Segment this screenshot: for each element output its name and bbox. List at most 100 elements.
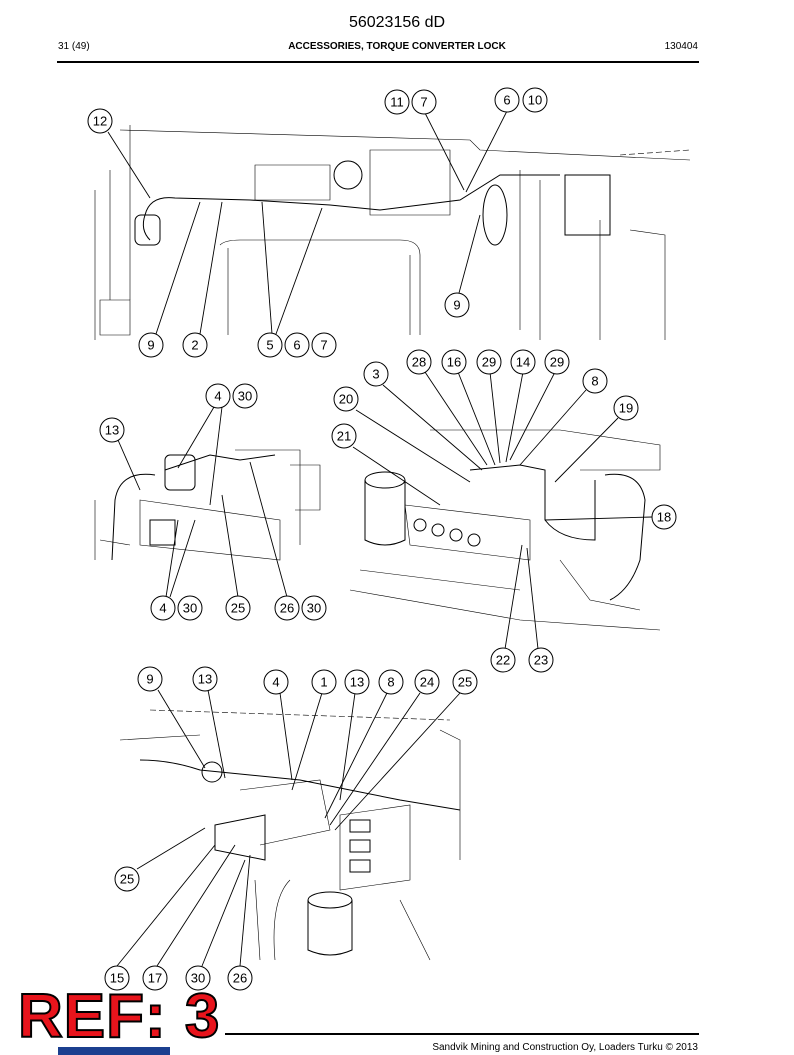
drawing-mid-left xyxy=(94,449,321,561)
svg-text:6: 6 xyxy=(293,338,300,353)
drawing-mid-right xyxy=(349,429,661,631)
callout-bubble: 16 xyxy=(441,349,467,375)
callout-bubble: 4 xyxy=(263,669,289,695)
svg-text:20: 20 xyxy=(339,392,353,407)
callout-bubble: 25 xyxy=(114,866,140,892)
callout-bubble: 30 xyxy=(232,383,258,409)
callout-bubble: 30 xyxy=(177,595,203,621)
svg-text:9: 9 xyxy=(147,338,154,353)
svg-text:10: 10 xyxy=(528,93,542,108)
date-code: 130404 xyxy=(664,41,698,52)
callout-bubble: 7 xyxy=(311,332,337,358)
callout-bubble: 13 xyxy=(192,666,218,692)
svg-text:29: 29 xyxy=(482,355,496,370)
callout-bubble: 24 xyxy=(414,669,440,695)
svg-text:8: 8 xyxy=(591,374,598,389)
callout-bubble: 21 xyxy=(331,423,357,449)
callout-bubble: 26 xyxy=(274,595,300,621)
callout-bubble: 14 xyxy=(510,349,536,375)
callout-bubble: 8 xyxy=(582,368,608,394)
callout-bubble: 2 xyxy=(182,332,208,358)
header-rule xyxy=(57,61,699,63)
callout-bubble: 15 xyxy=(104,965,130,991)
footer-rule xyxy=(225,1033,699,1035)
svg-text:21: 21 xyxy=(337,429,351,444)
svg-text:14: 14 xyxy=(516,355,530,370)
callouts-mid-left: 4 30 13 4 30 25 26 30 xyxy=(99,383,327,621)
svg-text:15: 15 xyxy=(110,971,124,986)
callout-bubble: 30 xyxy=(301,595,327,621)
svg-text:3: 3 xyxy=(372,367,379,382)
svg-text:25: 25 xyxy=(231,601,245,616)
drawing-top xyxy=(94,125,691,340)
callout-bubble: 20 xyxy=(333,386,359,412)
callout-bubble: 22 xyxy=(490,647,516,673)
callout-bubble: 17 xyxy=(142,965,168,991)
callout-bubble: 3 xyxy=(363,361,389,387)
callout-bubble: 6 xyxy=(284,332,310,358)
svg-text:1: 1 xyxy=(320,675,327,690)
svg-text:9: 9 xyxy=(146,672,153,687)
document-number: 56023156 dD xyxy=(348,14,446,31)
svg-text:29: 29 xyxy=(550,355,564,370)
svg-text:30: 30 xyxy=(191,971,205,986)
callout-bubble: 10 xyxy=(522,87,548,113)
svg-text:6: 6 xyxy=(503,93,510,108)
svg-text:25: 25 xyxy=(458,675,472,690)
svg-text:2: 2 xyxy=(191,338,198,353)
svg-text:30: 30 xyxy=(307,601,321,616)
callout-bubble: 9 xyxy=(138,332,164,358)
callout-bubble: 1 xyxy=(311,669,337,695)
callout-bubble: 30 xyxy=(185,965,211,991)
svg-text:26: 26 xyxy=(280,601,294,616)
svg-text:5: 5 xyxy=(266,338,273,353)
callout-bubble: 29 xyxy=(476,349,502,375)
svg-text:11: 11 xyxy=(390,95,404,110)
leader-lines xyxy=(107,110,653,967)
svg-text:12: 12 xyxy=(93,114,107,129)
svg-text:4: 4 xyxy=(214,389,221,404)
svg-text:9: 9 xyxy=(453,298,460,313)
callout-bubble: 13 xyxy=(344,669,370,695)
callout-bubble: 13 xyxy=(99,417,125,443)
svg-text:30: 30 xyxy=(238,389,252,404)
svg-text:19: 19 xyxy=(619,401,633,416)
svg-text:4: 4 xyxy=(272,675,279,690)
svg-text:30: 30 xyxy=(183,601,197,616)
svg-text:16: 16 xyxy=(447,355,461,370)
callout-bubble: 7 xyxy=(411,89,437,115)
svg-text:26: 26 xyxy=(233,971,247,986)
callout-bubble: 23 xyxy=(528,647,554,673)
callout-bubble: 28 xyxy=(406,349,432,375)
svg-text:8: 8 xyxy=(387,675,394,690)
callouts-mid-right: 3 28 16 29 14 29 8 20 19 21 18 22 23 xyxy=(331,349,677,673)
svg-text:13: 13 xyxy=(105,423,119,438)
svg-text:7: 7 xyxy=(420,95,427,110)
callout-bubble: 19 xyxy=(613,395,639,421)
callout-bubble: 25 xyxy=(225,595,251,621)
svg-text:17: 17 xyxy=(148,971,162,986)
svg-text:25: 25 xyxy=(120,872,134,887)
callout-bubble: 6 xyxy=(494,87,520,113)
sandvik-logo xyxy=(58,1047,170,1055)
callout-bubble: 18 xyxy=(651,504,677,530)
svg-text:4: 4 xyxy=(159,601,166,616)
reference-stamp: REF: 3 xyxy=(17,982,221,1051)
callout-bubble: 26 xyxy=(227,965,253,991)
callout-bubble: 9 xyxy=(444,292,470,318)
svg-text:28: 28 xyxy=(412,355,426,370)
callout-bubble: 11 xyxy=(384,89,410,115)
page-indicator: 31 (49) xyxy=(58,41,90,52)
svg-text:18: 18 xyxy=(657,510,671,525)
svg-text:23: 23 xyxy=(534,653,548,668)
svg-text:24: 24 xyxy=(420,675,434,690)
callout-bubble: 5 xyxy=(257,332,283,358)
callout-bubble: 8 xyxy=(378,669,404,695)
callout-bubble: 12 xyxy=(87,108,113,134)
footer-copyright: Sandvik Mining and Construction Oy, Load… xyxy=(432,1042,698,1053)
callout-bubble: 29 xyxy=(544,349,570,375)
callout-bubble: 4 xyxy=(205,383,231,409)
callouts-top: 11 7 6 10 12 9 2 5 6 7 9 xyxy=(87,87,548,358)
page-title: ACCESSORIES, TORQUE CONVERTER LOCK xyxy=(288,41,506,52)
